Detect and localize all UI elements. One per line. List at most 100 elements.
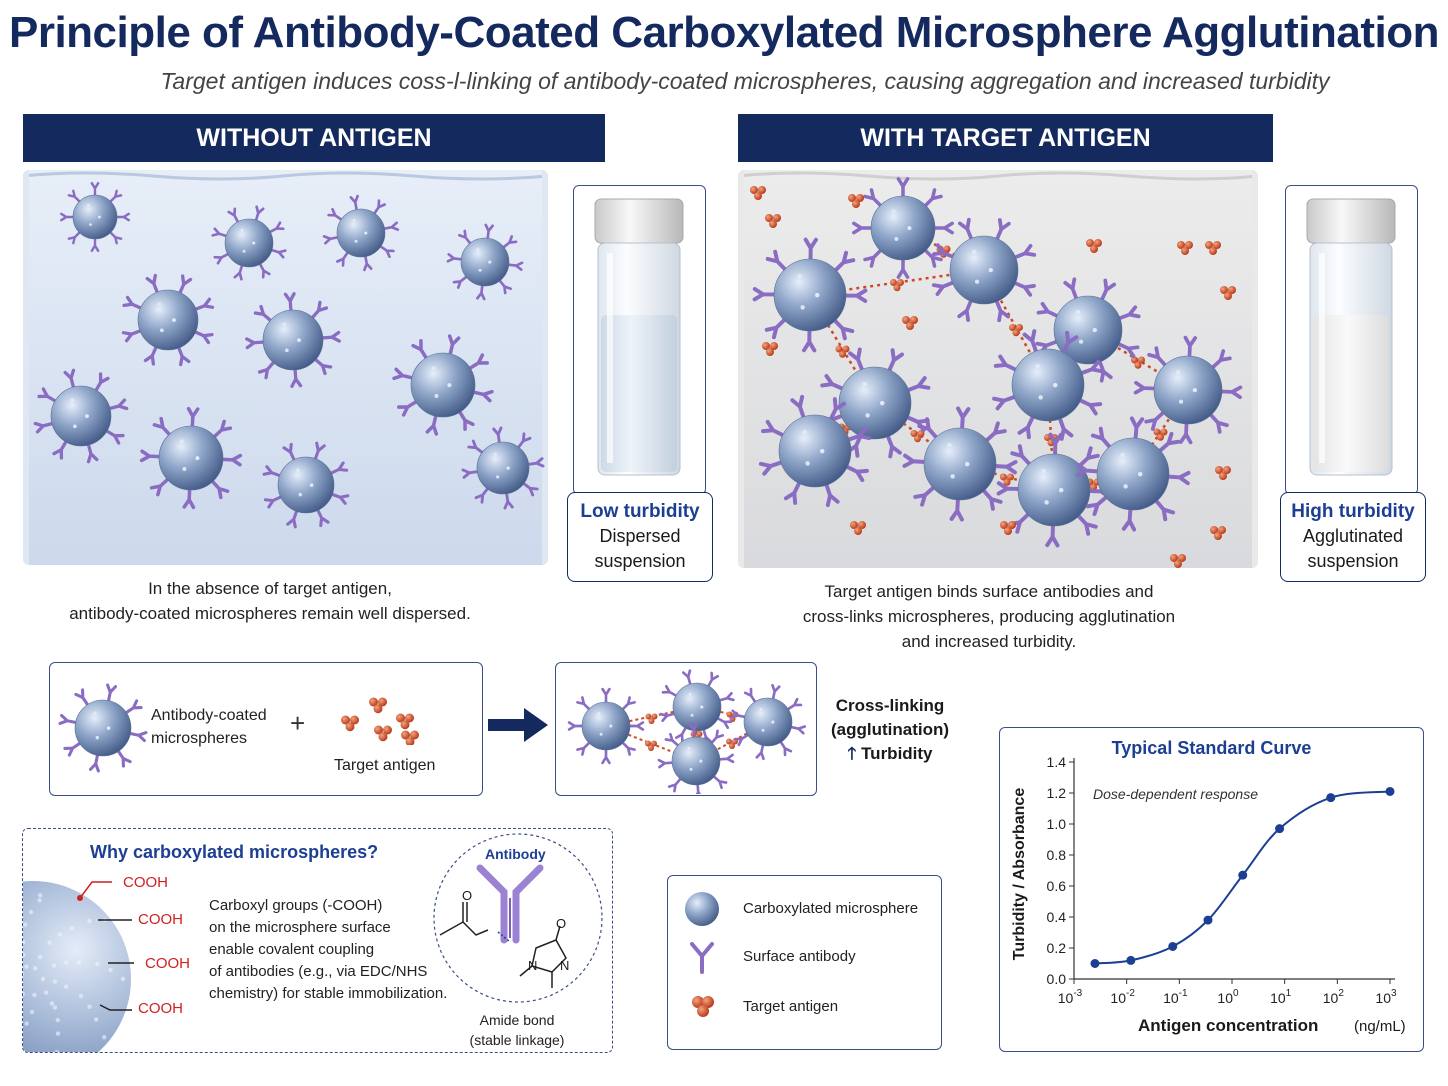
antibody-icon (695, 781, 702, 794)
x-tick-label: 102 (1323, 988, 1345, 1006)
antibody-icon (213, 251, 232, 265)
antibody-icon (1183, 335, 1198, 362)
antibody-icon (576, 696, 593, 713)
antibody-icon (1178, 418, 1193, 445)
surface-texture (609, 724, 613, 728)
antibody-icon (476, 282, 486, 301)
antibody-icon (921, 188, 943, 210)
y-tick-label: 0.6 (1047, 878, 1067, 894)
surface-texture (23, 922, 28, 927)
antibody-icon (33, 421, 57, 434)
atom-n-label-2: N (560, 958, 570, 973)
amide-bond-inset (433, 833, 603, 1003)
surface-texture (1078, 339, 1083, 344)
antibody-icon (107, 189, 123, 205)
antibody-icon (1147, 346, 1170, 370)
legend-icons (685, 892, 719, 1017)
surface-texture (23, 952, 26, 957)
antibody-icon (115, 747, 132, 768)
antibody-icon (67, 229, 83, 245)
desc-line: In the absence of target antigen, (148, 579, 392, 598)
antibody-coated-microsphere (322, 194, 400, 272)
antibody-icon (63, 740, 84, 757)
antibody-icon (949, 494, 964, 522)
antibody-icon (520, 480, 539, 497)
microspheres-label: Antibody-coated microspheres (151, 704, 267, 750)
antibody-icon (1114, 305, 1141, 322)
antibody-icon (982, 421, 1007, 445)
surface-texture (40, 976, 46, 982)
antibody-icon (469, 389, 494, 403)
banner-without-antigen: WITHOUT ANTIGEN (23, 114, 605, 162)
target-antigen (1131, 356, 1145, 369)
antibody-icon (993, 354, 1021, 374)
target-antigen (1000, 521, 1016, 535)
surface-texture (52, 1005, 58, 1010)
antibody-icon (371, 199, 386, 217)
surface-texture (23, 940, 26, 945)
antibody-icon (113, 212, 131, 222)
surface-texture (1138, 472, 1143, 477)
surface-texture (23, 972, 25, 977)
antibody-icon (848, 347, 866, 375)
microsphere-body (838, 366, 912, 440)
y-tick-label: 0.8 (1047, 847, 1067, 863)
antibody-icon (105, 398, 129, 411)
surface-texture (37, 898, 42, 903)
antibody-icon (397, 398, 421, 417)
antibody-icon (88, 751, 100, 773)
surface-texture (242, 249, 246, 253)
antibody-icon (716, 691, 735, 703)
surface-texture (690, 713, 694, 717)
chart-title: Typical Standard Curve (1111, 738, 1312, 758)
label-line: Amide bond (479, 1012, 555, 1028)
microsphere-body (476, 441, 530, 495)
surface-texture (120, 976, 126, 982)
antibody-icon (755, 741, 765, 761)
low-turbidity-label: Low turbidity (580, 501, 700, 522)
antibody-icon (1075, 462, 1103, 478)
crosslinked-cluster-illustration (567, 669, 807, 794)
y-tick-label: 1.4 (1047, 754, 1067, 770)
antibody-icon (765, 249, 790, 274)
antibody-icon (1075, 396, 1103, 416)
antibody-icon (411, 339, 430, 363)
surface-texture (89, 223, 92, 226)
antibody-icon (90, 181, 100, 199)
antibody-icon (1121, 504, 1137, 532)
page-subtitle: Target antigen induces coss-l-linking of… (160, 68, 1330, 94)
target-antigen (1210, 526, 1226, 540)
surface-texture (98, 215, 101, 219)
antibody-icon (626, 721, 645, 731)
antibody-icon (262, 465, 284, 479)
desc-line: antibody-coated microspheres remain well… (69, 604, 471, 623)
antibody-icon (884, 431, 902, 459)
antibody-icon (474, 485, 491, 504)
surface-texture (1092, 328, 1097, 333)
antibody-icon (309, 300, 329, 322)
surface-texture (1035, 363, 1040, 369)
microsphere-body (870, 195, 936, 261)
antibody-icon (820, 373, 848, 392)
antibody-icon (257, 358, 277, 380)
antibody-coated-microsphere (992, 329, 1104, 441)
surface-texture (106, 726, 111, 730)
y-tick-label: 0.4 (1047, 909, 1067, 925)
antibody-icon (1113, 340, 1140, 359)
target-antigen (835, 345, 850, 358)
antibody-icon (661, 684, 680, 698)
surface-texture (447, 383, 452, 388)
legend-item-microsphere: Carboxylated microsphere (743, 900, 919, 917)
antibody-icon (990, 460, 1018, 475)
antibody-icon (931, 279, 958, 297)
microsphere-body (158, 425, 224, 491)
antibody-icon (1022, 329, 1040, 357)
microsphere-body (460, 237, 510, 287)
antibody-icon (122, 295, 145, 311)
surface-texture (93, 711, 97, 715)
target-antigen (1220, 286, 1236, 300)
antibody-icon (831, 250, 856, 275)
surface-texture (28, 909, 34, 915)
antibody-coated-microsphere (58, 683, 148, 773)
